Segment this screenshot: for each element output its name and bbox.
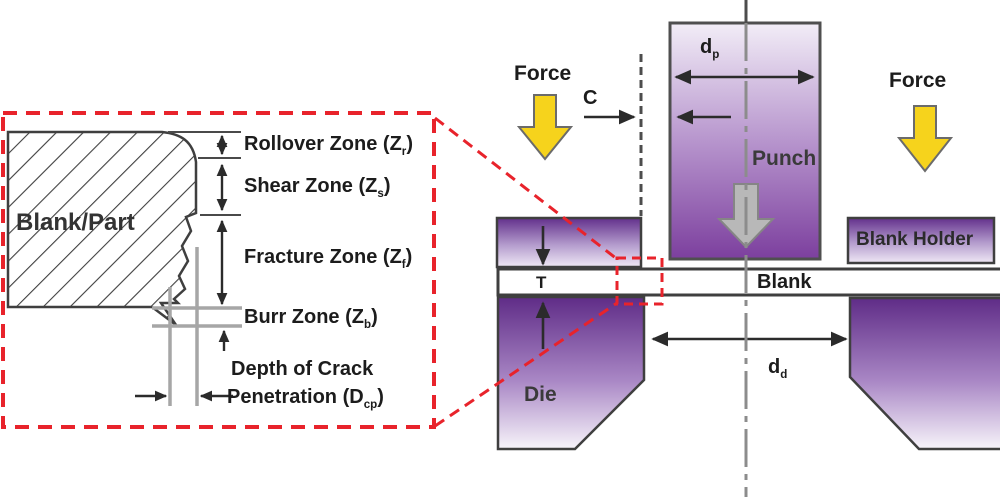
die-diameter-label: dd: [768, 356, 788, 381]
shear-zone-label: Shear Zone (Zs): [244, 175, 391, 200]
rollover-zone-label: Rollover Zone (Zr): [244, 133, 413, 158]
force-arrow-right-icon: [896, 105, 954, 173]
crack-depth-label-line1: Depth of Crack: [231, 358, 374, 380]
force-arrow-left-icon: [516, 94, 574, 161]
burr-zone-label: Burr Zone (Zb): [244, 306, 378, 331]
blank-holder-label: Blank Holder: [856, 229, 974, 250]
left-blank-holder-shape: [495, 216, 643, 269]
punch-label: Punch: [752, 147, 817, 170]
blank-label: Blank: [757, 271, 812, 293]
blank-strip-shape: [496, 267, 1000, 297]
zoom-target-box: [615, 256, 664, 306]
hatched-part-shape: [6, 130, 198, 326]
zoom-connector-top: [434, 116, 618, 261]
thickness-label: T: [536, 273, 547, 292]
zoom-connector-bottom: [434, 301, 618, 428]
right-blank-holder-shape: [846, 216, 996, 265]
force-right-label: Force: [889, 69, 947, 92]
clearance-label: C: [583, 87, 598, 109]
blank-part-label: Blank/Part: [16, 209, 135, 236]
punch-diameter-label: dp: [700, 36, 720, 61]
die-right-shape: [848, 296, 1000, 451]
die-left-shape: [496, 295, 646, 451]
fracture-zone-label: Fracture Zone (Zf): [244, 246, 413, 271]
force-left-label: Force: [514, 62, 572, 85]
die-label: Die: [524, 383, 557, 406]
detail-zoom-box: [1, 111, 436, 429]
crack-depth-label-line2: Penetration (Dcp): [227, 386, 384, 411]
